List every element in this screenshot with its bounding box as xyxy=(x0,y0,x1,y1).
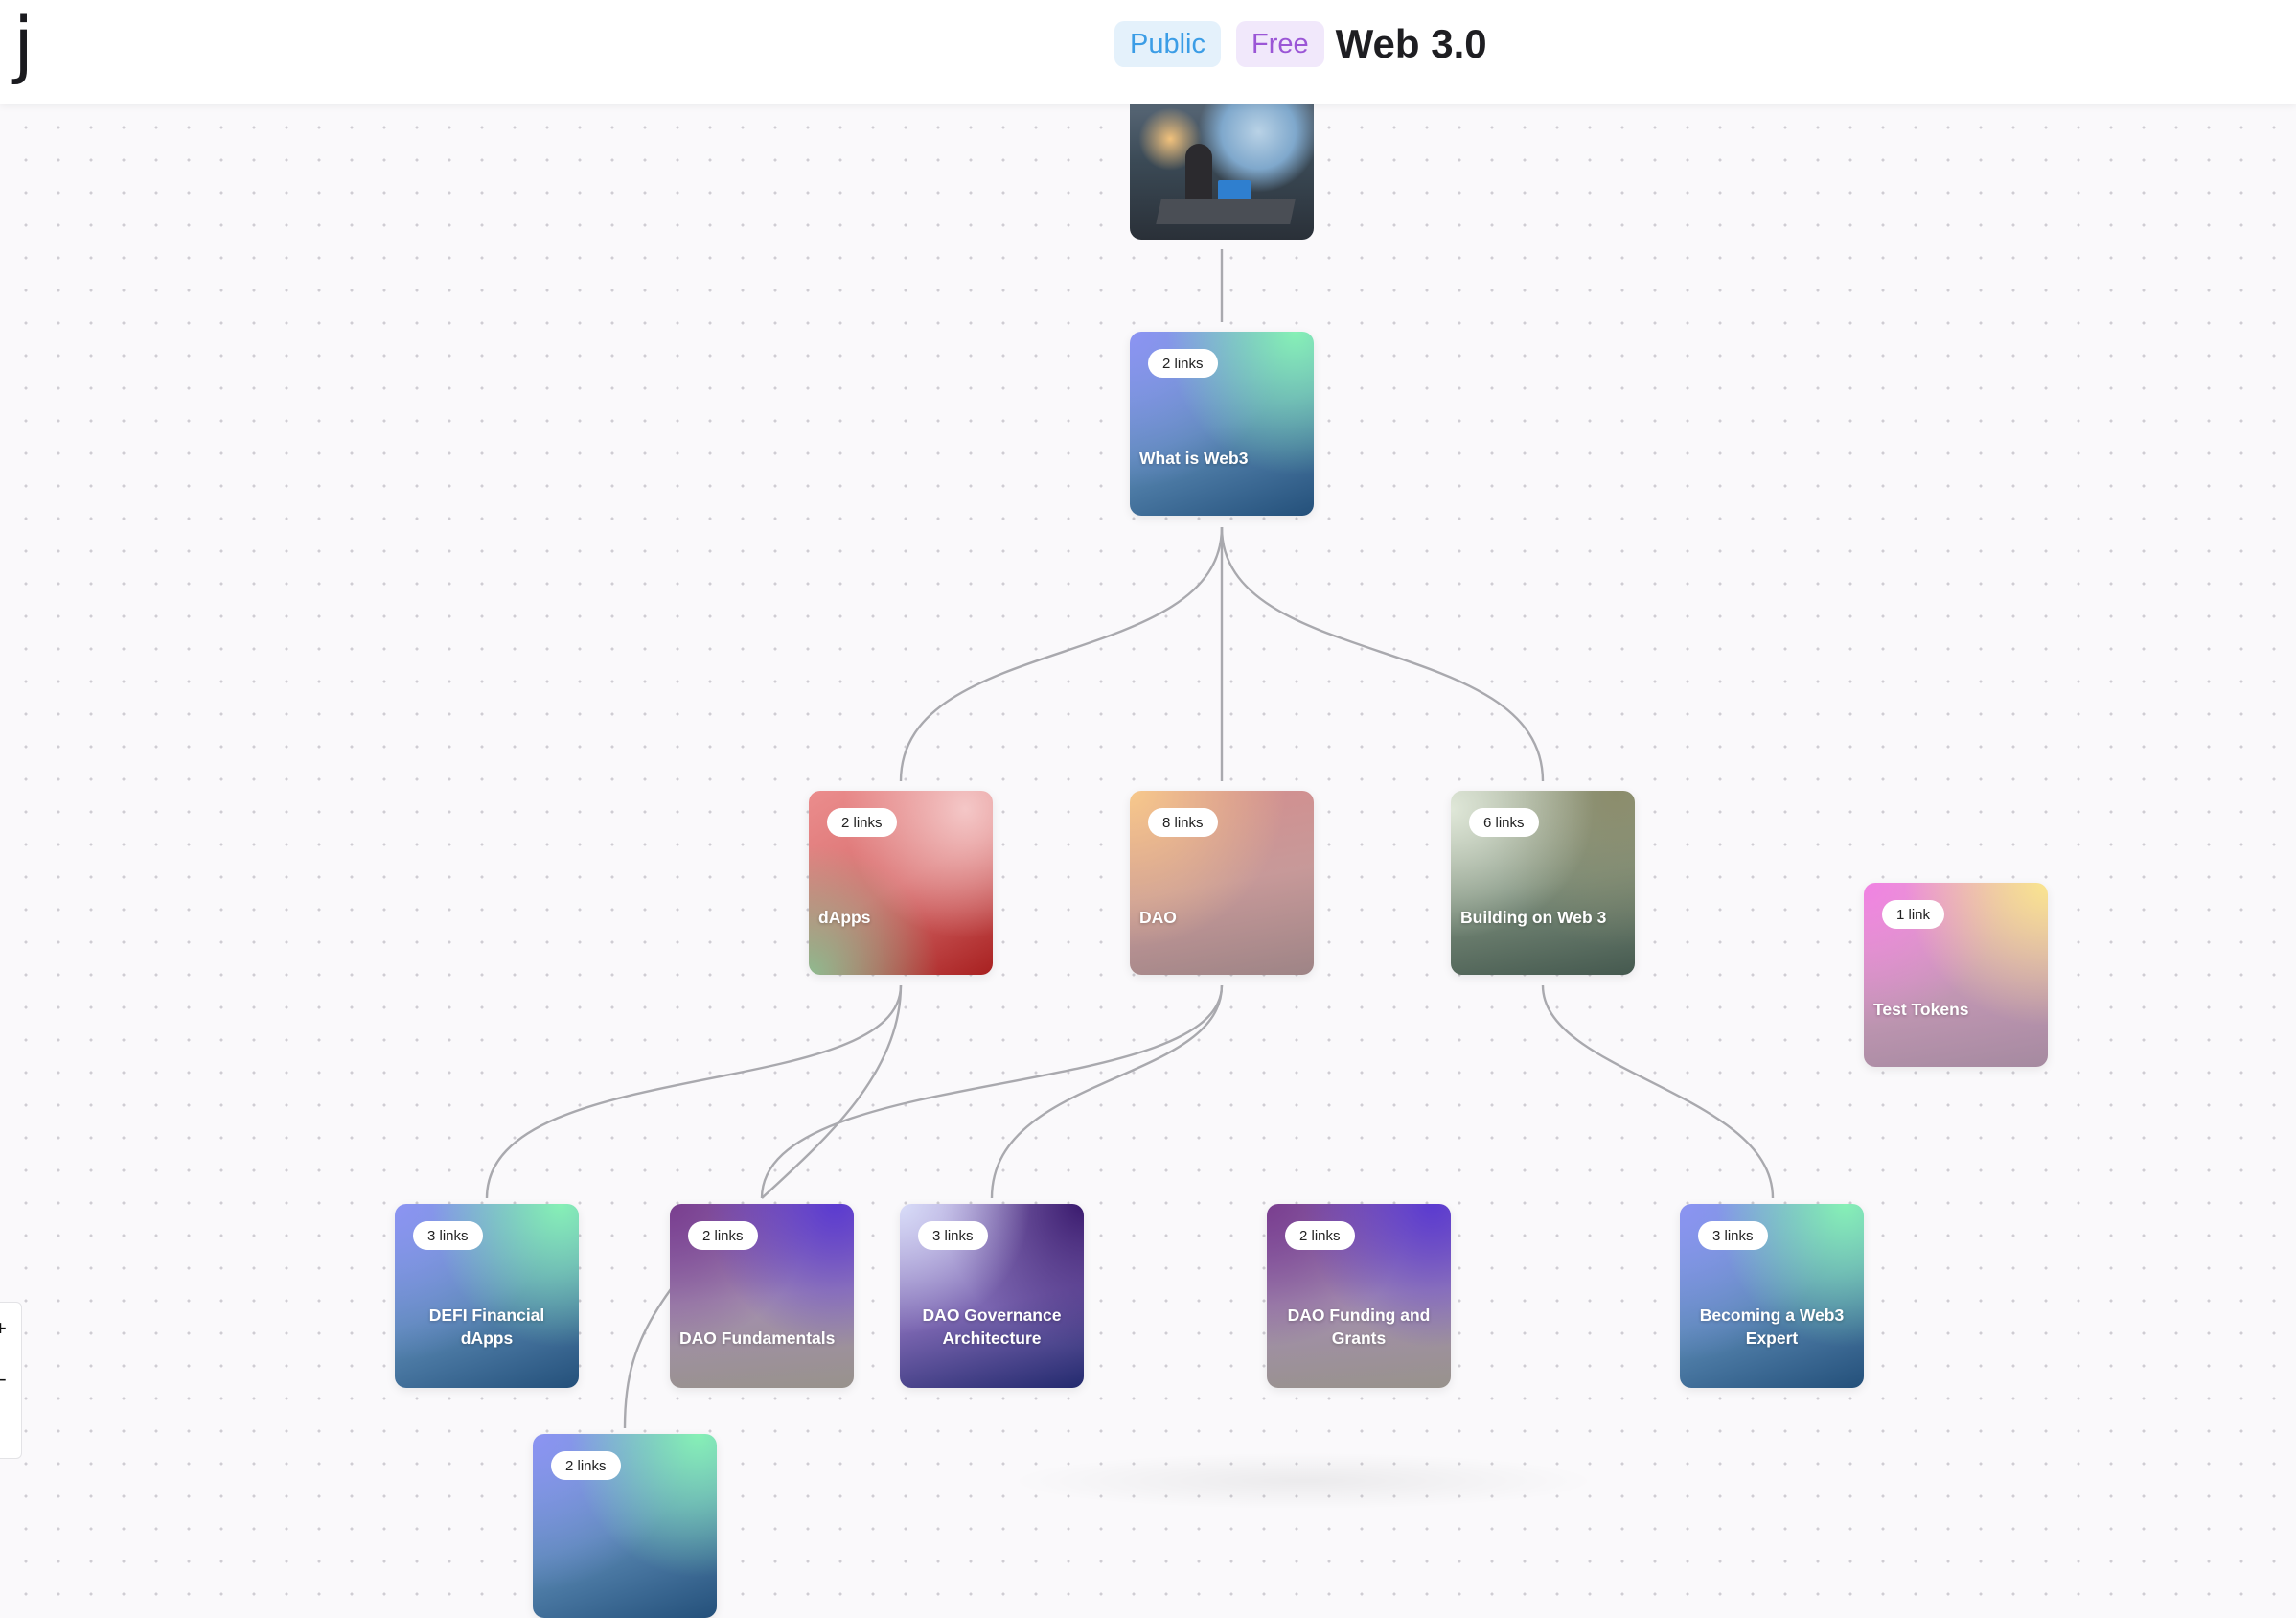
root-image-node[interactable] xyxy=(1130,96,1314,240)
title-group: Public Free Web 3.0 xyxy=(1114,21,1487,67)
edge-whatis-dapps xyxy=(899,526,1224,782)
card-title: DAO Governance Architecture xyxy=(922,1306,1062,1348)
card-title: Building on Web 3 xyxy=(1460,908,1607,927)
card-title: DAO xyxy=(1139,908,1177,927)
card-title: What is Web3 xyxy=(1139,449,1249,468)
app-logo[interactable]: j xyxy=(13,1,34,86)
links-badge: 3 links xyxy=(413,1221,483,1250)
links-badge: 3 links xyxy=(1698,1221,1768,1250)
connection-lines xyxy=(485,249,1775,1429)
public-badge[interactable]: Public xyxy=(1114,21,1221,67)
card-title: DAO Funding and Grants xyxy=(1287,1306,1431,1348)
links-badge: 2 links xyxy=(1285,1221,1355,1250)
card-dao-funding-and-grants[interactable]: 2 links DAO Funding and Grants xyxy=(1267,1204,1451,1388)
edge-whatis-building xyxy=(1220,526,1545,782)
card-title: DAO Fundamentals xyxy=(679,1329,836,1348)
links-badge: 1 link xyxy=(1882,900,1945,929)
card-dao[interactable]: 8 links DAO xyxy=(1130,791,1314,975)
control-desk xyxy=(1156,199,1296,224)
zoom-controls: + − [ xyxy=(0,1302,22,1459)
zoom-out-button[interactable]: − xyxy=(0,1368,7,1392)
computer-screen xyxy=(1218,180,1251,201)
card-title: DEFI Financial dApps xyxy=(428,1306,545,1348)
card-becoming-a-web3-expert[interactable]: 3 links Becoming a Web3 Expert xyxy=(1680,1204,1864,1388)
card-defi-financial-dapps[interactable]: 3 links DEFI Financial dApps xyxy=(395,1204,579,1388)
edge-fundamentals-bottom xyxy=(623,1288,672,1429)
edge-dao-governance xyxy=(990,984,1224,1199)
edge-dapps-defi xyxy=(485,984,903,1199)
card-title: Becoming a Web3 Expert xyxy=(1699,1306,1845,1348)
links-badge: 3 links xyxy=(918,1221,988,1250)
card-building-on-web3[interactable]: 6 links Building on Web 3 xyxy=(1451,791,1635,975)
links-badge: 2 links xyxy=(827,808,897,837)
top-bar: j Public Free Web 3.0 xyxy=(0,0,2296,104)
card-dao-fundamentals[interactable]: 2 links DAO Fundamentals xyxy=(670,1204,854,1388)
card-dapps[interactable]: 2 links dApps xyxy=(809,791,993,975)
links-badge: 2 links xyxy=(688,1221,758,1250)
edge-dao-fundamentals xyxy=(760,984,1224,1199)
card-title: dApps xyxy=(818,908,871,927)
links-badge: 2 links xyxy=(551,1451,621,1480)
links-badge: 8 links xyxy=(1148,808,1218,837)
card-what-is-web3[interactable]: 2 links What is Web3 xyxy=(1130,332,1314,516)
zoom-in-button[interactable]: + xyxy=(0,1316,7,1340)
card-test-tokens[interactable]: 1 link Test Tokens xyxy=(1864,883,2048,1067)
bottom-toolbar-shadow xyxy=(1006,1452,1600,1510)
edge-dapps-fundamentals xyxy=(761,984,903,1199)
card-partial-bottom[interactable]: 2 links xyxy=(533,1434,717,1618)
card-dao-governance-architecture[interactable]: 3 links DAO Governance Architecture xyxy=(900,1204,1084,1388)
links-badge: 2 links xyxy=(1148,349,1218,378)
edge-building-expert xyxy=(1541,984,1775,1199)
card-title: Test Tokens xyxy=(1873,1000,1969,1019)
free-badge[interactable]: Free xyxy=(1236,21,1324,67)
links-badge: 6 links xyxy=(1469,808,1539,837)
page-title: Web 3.0 xyxy=(1335,21,1487,66)
fit-view-button[interactable]: [ xyxy=(0,1406,21,1458)
